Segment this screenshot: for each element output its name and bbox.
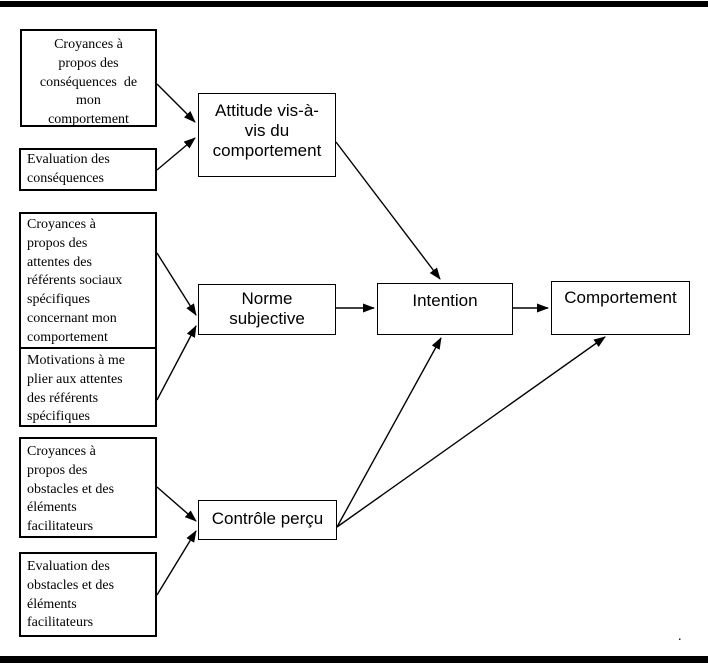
box-evaluation-obstacles: Evaluation des obstacles et des éléments… xyxy=(19,552,157,637)
arrow-controle-to-intention xyxy=(336,337,442,528)
box-motivations: Motivations à me plier aux attentes des … xyxy=(19,347,157,427)
arrow-attitude-to-intention xyxy=(335,141,441,280)
arrow-croyances-obstacles-to-controle xyxy=(156,486,197,522)
box-attitude: Attitude vis-à- vis du comportement xyxy=(198,93,336,177)
box-intention: Intention xyxy=(377,283,513,335)
box-croyances-obstacles: Croyances à propos des obstacles et des … xyxy=(19,437,157,538)
box-evaluation-consequences: Evaluation des conséquences xyxy=(19,148,157,191)
box-norme-subjective: Norme subjective xyxy=(198,284,336,335)
box-croyances-attentes: Croyances à propos des attentes des réfé… xyxy=(19,212,157,349)
arrow-evaluation-obstacles-to-controle xyxy=(156,530,197,596)
arrow-controle-to-comportement xyxy=(336,336,606,528)
top-rule xyxy=(0,1,708,7)
arrow-motivations-to-norme xyxy=(156,325,197,401)
stray-period: . xyxy=(678,629,682,644)
box-croyances-consequences: Croyances à propos des conséquences de m… xyxy=(20,29,157,127)
box-controle-percu: Contrôle perçu xyxy=(198,500,337,540)
bottom-rule xyxy=(0,656,708,663)
arrow-croyances-consequences-to-attitude xyxy=(156,83,196,123)
arrow-croyances-attentes-to-norme xyxy=(156,252,197,316)
arrow-evaluation-consequences-to-attitude xyxy=(156,137,196,171)
box-comportement: Comportement xyxy=(551,281,690,335)
